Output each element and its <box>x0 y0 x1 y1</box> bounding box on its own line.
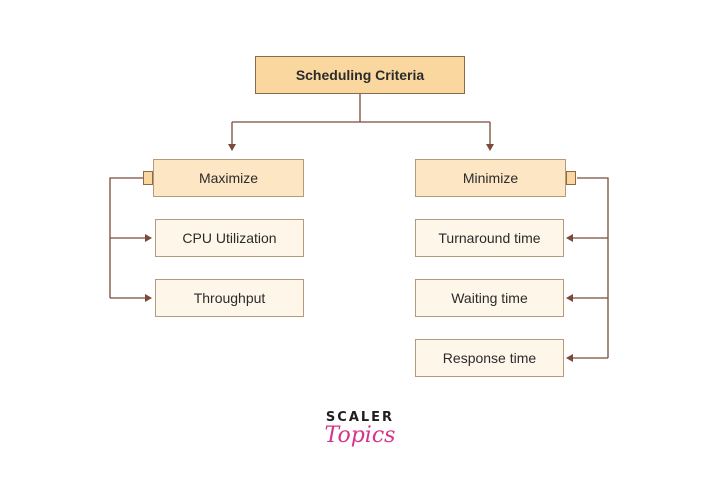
response-time-label: Response time <box>442 350 537 366</box>
throughput-label: Throughput <box>193 290 266 306</box>
maximize-node: Maximize <box>153 159 304 197</box>
waiting-time-label: Waiting time <box>451 290 528 306</box>
scheduling-criteria-label: Scheduling Criteria <box>295 67 425 83</box>
minimize-label: Minimize <box>462 170 519 186</box>
maximize-bracket-line <box>109 177 143 298</box>
maximize-label: Maximize <box>198 170 259 186</box>
throughput-node: Throughput <box>155 279 304 317</box>
logo-topics-text: Topics <box>324 423 396 448</box>
cpu-utilization-node: CPU Utilization <box>155 219 304 257</box>
minimize-bracket-line <box>577 177 609 358</box>
minimize-node: Minimize <box>415 159 566 197</box>
scaler-topics-logo: SCALER Topics <box>300 410 420 470</box>
minimize-tab <box>566 171 576 185</box>
turnaround-time-label: Turnaround time <box>438 230 541 246</box>
waiting-time-node: Waiting time <box>415 279 564 317</box>
scheduling-criteria-node: Scheduling Criteria <box>255 56 465 94</box>
maximize-tab <box>143 171 153 185</box>
response-time-node: Response time <box>415 339 564 377</box>
logo-scaler-text: SCALER <box>325 410 395 425</box>
turnaround-time-node: Turnaround time <box>415 219 564 257</box>
root-to-groups-line <box>232 94 490 123</box>
cpu-utilization-label: CPU Utilization <box>182 230 277 246</box>
